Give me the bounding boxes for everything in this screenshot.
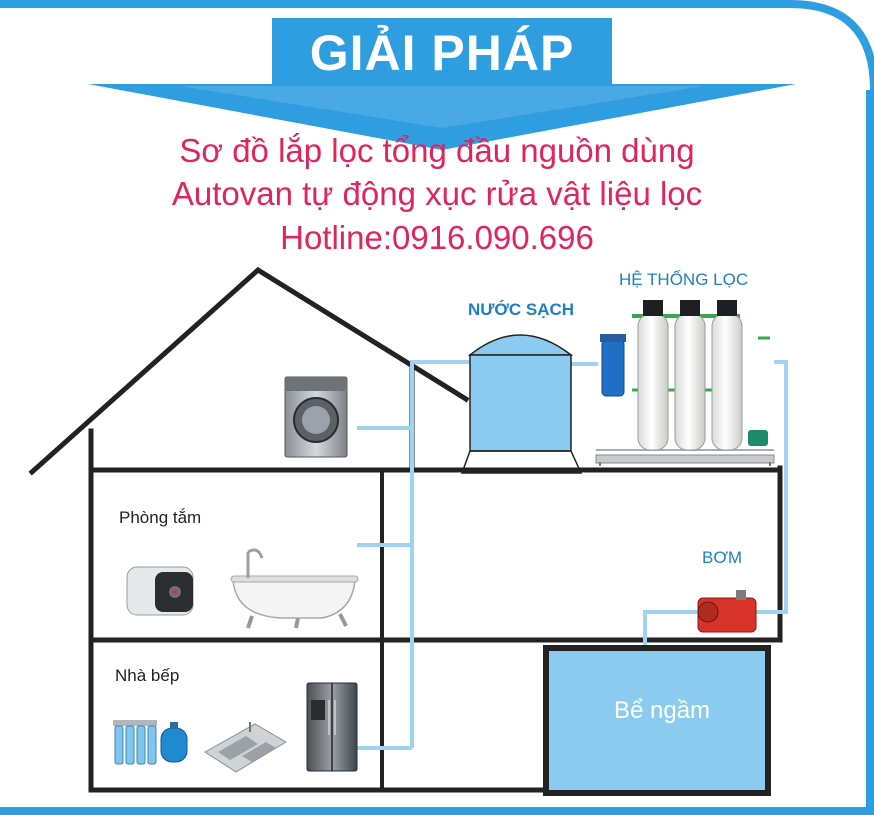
underground-tank-label: Bể ngầm	[556, 697, 768, 725]
washing-machine-icon	[285, 377, 347, 457]
clean-water-tank-label: NƯỚC SẠCH	[468, 300, 574, 320]
banner-title: GIẢI PHÁP	[272, 18, 612, 88]
bathroom-label: Phòng tắm	[119, 508, 201, 528]
subtitle-line-1: Sơ đồ lắp lọc tổng đầu nguồn dùng	[0, 131, 874, 171]
pump-icon	[698, 590, 756, 632]
refrigerator-icon	[307, 683, 357, 771]
kitchen-sink-icon	[205, 722, 286, 772]
filter-column-icon	[638, 300, 742, 450]
filter-system	[596, 300, 774, 466]
subtitle-line-2: Autovan tự động xục rửa vật liệu lọc	[0, 174, 874, 214]
booster-pump-icon	[748, 430, 768, 446]
pre-filter-housing-icon	[600, 334, 626, 396]
clean-water-tank	[462, 335, 581, 473]
ro-purifier-icon	[113, 720, 157, 764]
filter-system-label: HỆ THỐNG LỌC	[619, 270, 748, 290]
hotline: Hotline:0916.090.696	[0, 218, 874, 258]
bathtub-icon	[231, 550, 358, 628]
kitchen-label: Nhà bếp	[115, 666, 179, 686]
pump-label: BƠM	[702, 548, 742, 568]
water-heater-icon	[127, 567, 193, 615]
roof	[32, 270, 466, 472]
pressure-tank-icon	[161, 722, 187, 762]
